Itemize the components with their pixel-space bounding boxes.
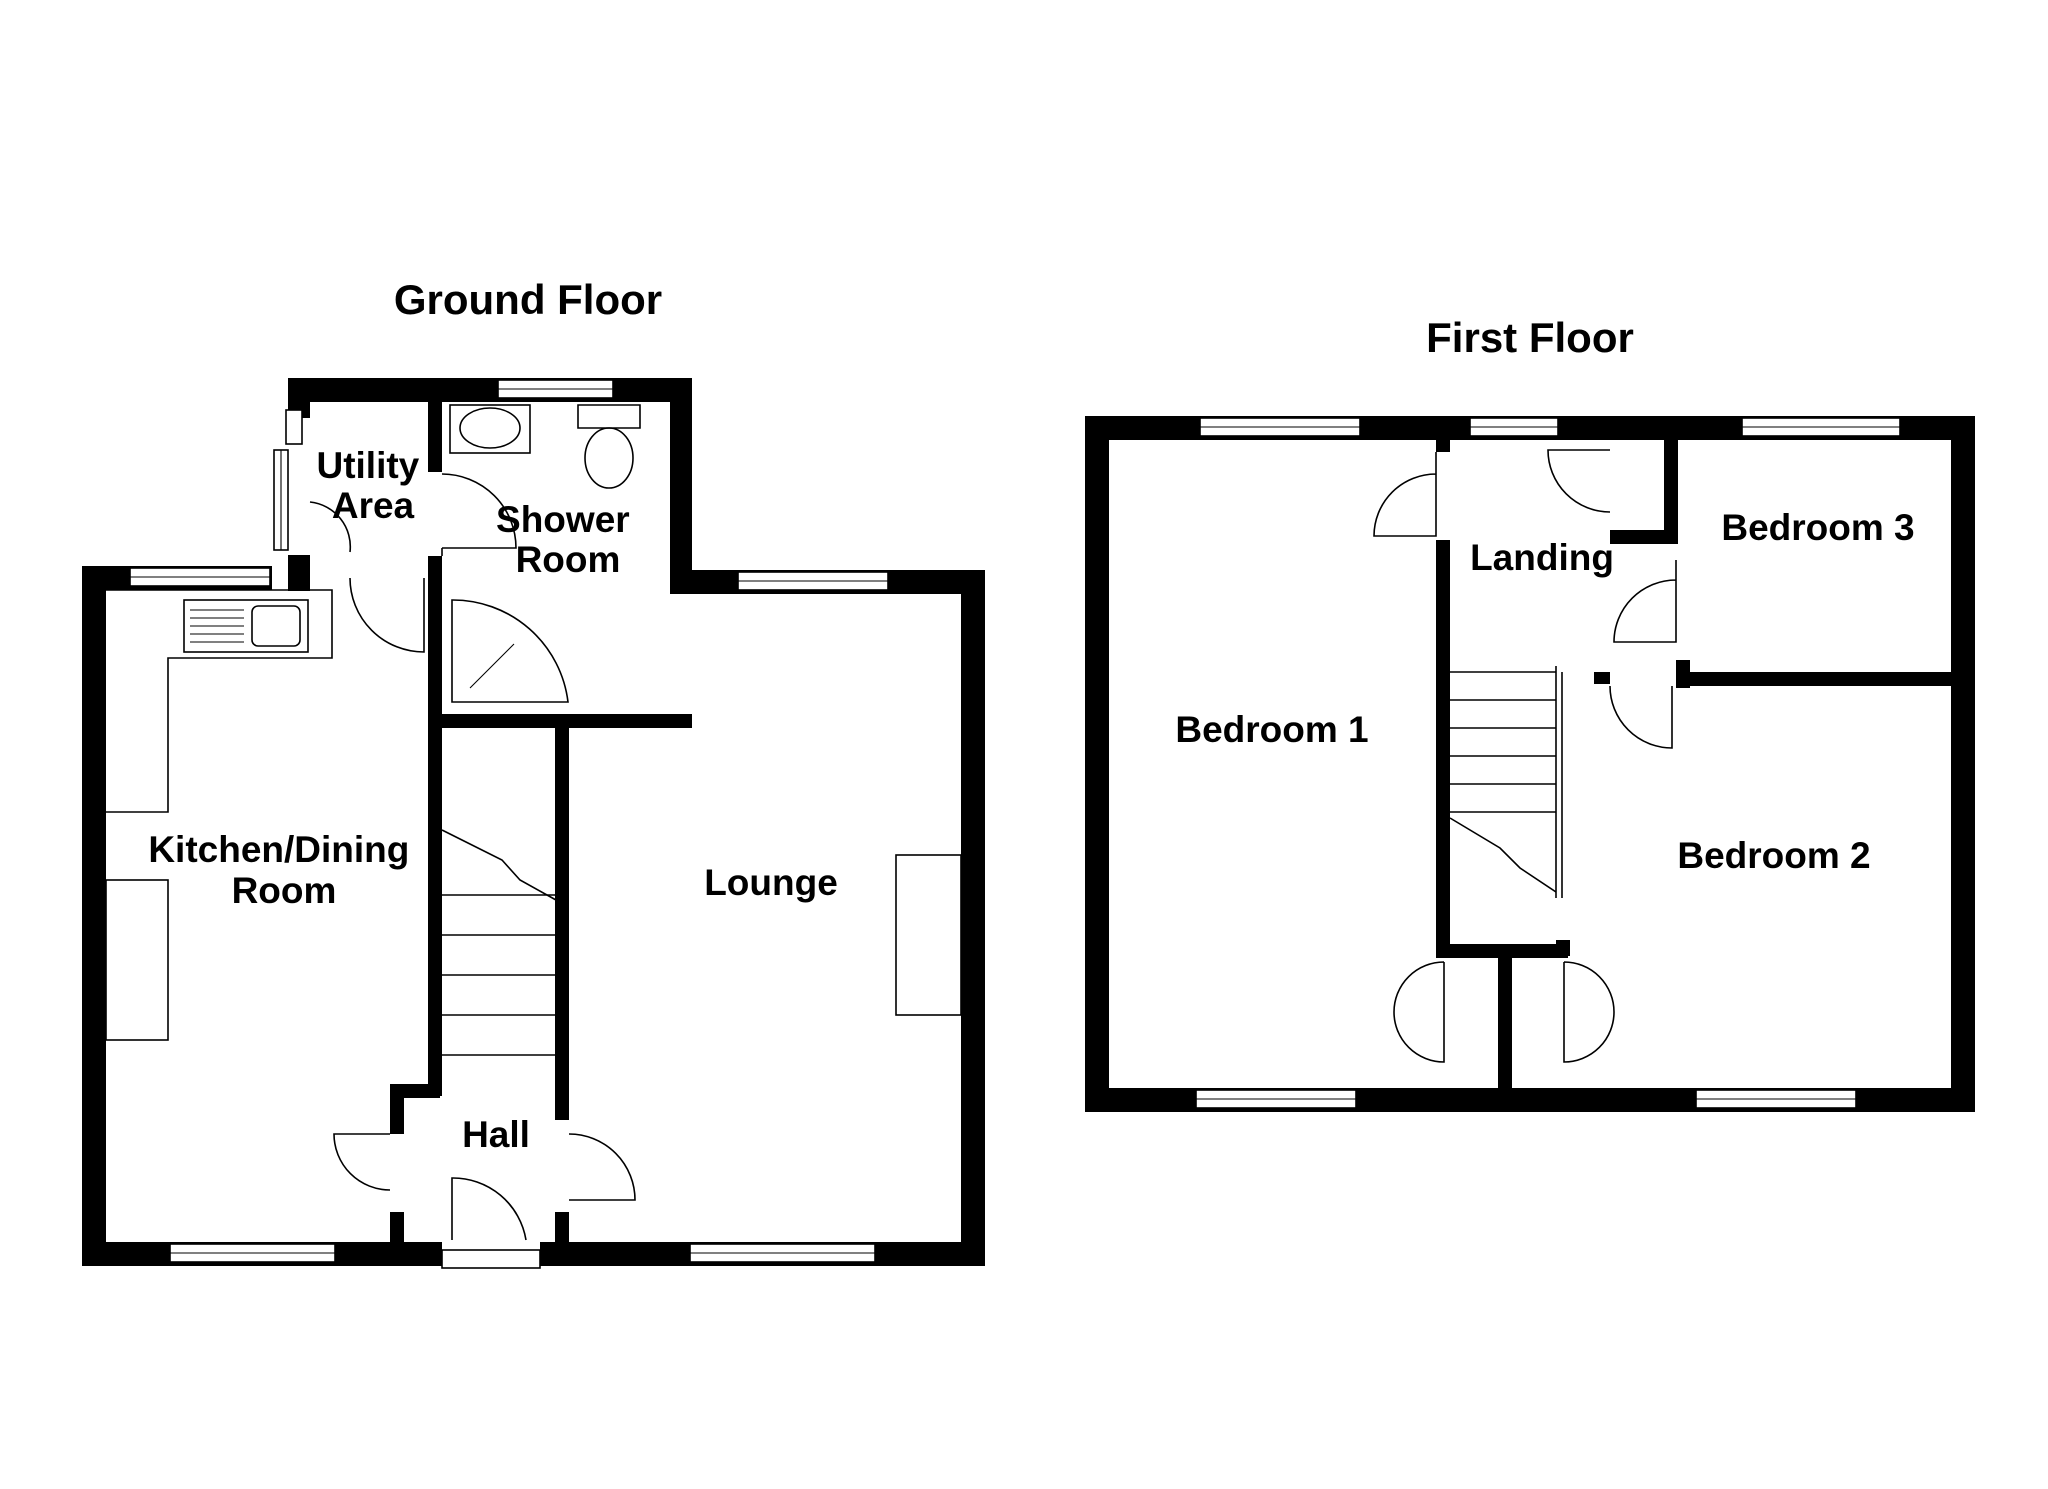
ground-floor: Ground Floor — [82, 276, 985, 1270]
room-label-bedroom-1: Bedroom 1 — [1175, 709, 1368, 750]
room-label-landing: Landing — [1470, 537, 1614, 578]
kitchen-units — [105, 589, 333, 1041]
first-floor-title: First Floor — [1426, 314, 1634, 361]
room-label-hall: Hall — [462, 1114, 530, 1155]
room-label-utility-area: Utility Area — [316, 445, 429, 526]
front-door — [441, 1177, 541, 1270]
room-label-lounge: Lounge — [704, 862, 838, 903]
ground-floor-stairs — [441, 829, 557, 1058]
room-label-shower-room: Shower Room — [496, 499, 640, 580]
first-floor-windows — [1195, 417, 1901, 1109]
ground-floor-title: Ground Floor — [394, 276, 662, 323]
room-label-bedroom-3: Bedroom 3 — [1721, 507, 1914, 548]
ground-floor-labels: Utility Area Shower Room Kitchen/Dining … — [148, 445, 837, 1155]
first-floor-stairs — [1449, 666, 1563, 898]
ground-floor-windows — [129, 379, 889, 1263]
shower-fittings — [449, 404, 641, 703]
room-label-kitchen-dining-room: Kitchen/Dining Room — [148, 829, 419, 911]
room-label-bedroom-2: Bedroom 2 — [1677, 835, 1870, 876]
ground-floor-doors — [309, 473, 636, 1201]
first-floor-labels: Bedroom 1 Landing Bedroom 3 Bedroom 2 — [1175, 507, 1914, 876]
lounge-fireplace — [895, 854, 962, 1016]
first-floor: First Floor — [1085, 314, 1975, 1112]
first-floor-doors — [1373, 449, 1677, 1063]
